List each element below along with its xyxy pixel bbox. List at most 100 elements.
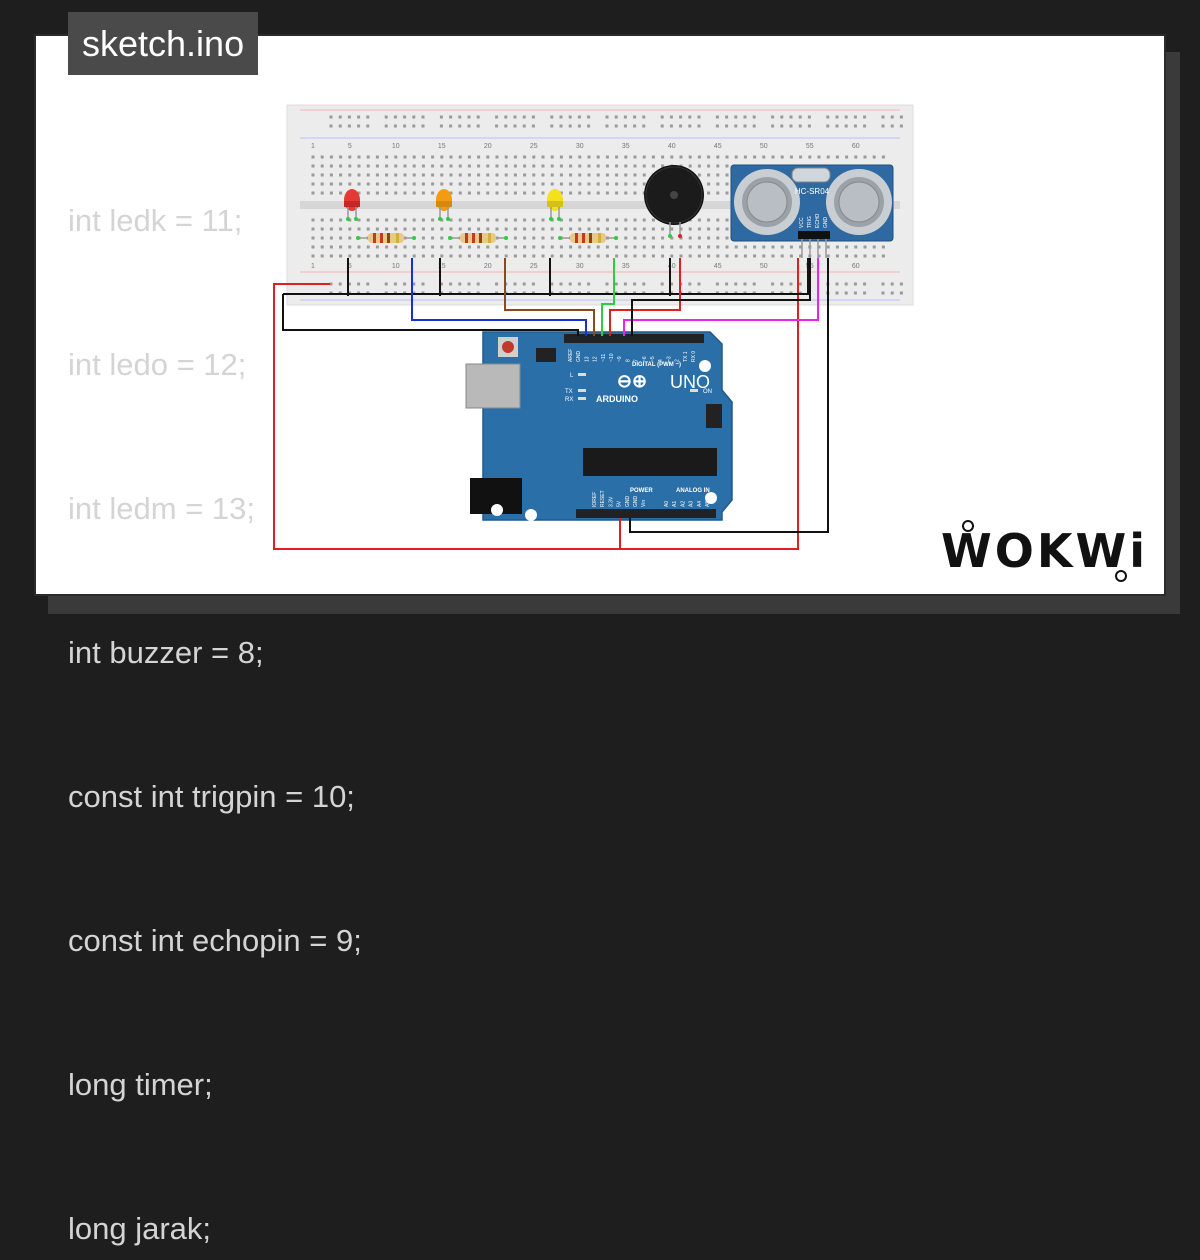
breadboard-hole [504,182,508,186]
breadboard-hole [661,254,665,258]
breadboard-column-number: 35 [622,263,630,270]
breadboard-hole [863,282,867,286]
breadboard-hole [614,282,618,286]
breadboard-hole [661,164,665,168]
breadboard-hole [799,155,803,159]
yellow-led[interactable] [547,189,563,221]
breadboard-hole [523,173,527,177]
breadboard-hole [780,155,784,159]
breadboard-hole [615,218,619,222]
breadboard-hole [477,218,481,222]
breadboard-hole [559,115,563,119]
breadboard-hole [366,155,370,159]
breadboard-hole [670,245,674,249]
breadboard-hole [707,182,711,186]
wire-black-gnd[interactable] [283,258,809,295]
breadboard-hole [495,173,499,177]
breadboard-hole [633,236,637,240]
breadboard-hole [789,115,793,119]
wire-green-led[interactable] [601,258,615,336]
breadboard-hole [872,155,876,159]
breadboard-hole [559,254,563,258]
breadboard-hole [412,124,416,128]
breadboard-hole [339,164,343,168]
breadboard-hole [458,164,462,168]
breadboard-hole [633,173,637,177]
breadboard-hole [697,218,701,222]
arduino-pin-label: RESET [600,490,606,507]
breadboard-hole [587,227,591,231]
breadboard-hole [523,155,527,159]
breadboard-hole [467,227,471,231]
breadboard-hole [725,218,729,222]
resistor[interactable] [448,233,508,243]
breadboard-hole [412,191,416,195]
breadboard-hole [550,173,554,177]
breadboard-column-number: 40 [668,263,676,270]
breadboard-hole [458,173,462,177]
buzzer[interactable] [644,165,704,238]
breadboard-hole [495,254,499,258]
breadboard-hole [504,191,508,195]
resistor[interactable] [356,233,416,243]
resistor[interactable] [558,233,618,243]
breadboard-hole [679,236,683,240]
breadboard-hole [605,164,609,168]
breadboard-hole [707,236,711,240]
breadboard-hole [532,173,536,177]
wire-blue-led[interactable] [411,258,587,336]
breadboard-hole [826,115,830,119]
breadboard-hole [412,282,416,286]
sensor-pin-label: ECHO [815,213,821,228]
wire-red-vcc[interactable] [620,258,799,550]
breadboard-hole [596,182,600,186]
breadboard-hole [375,227,379,231]
breadboard-hole [329,164,333,168]
breadboard-hole [624,236,628,240]
breadboard-hole [707,254,711,258]
breadboard-hole [495,164,499,168]
breadboard-hole [339,236,343,240]
wire-red-buzzer[interactable] [609,258,681,336]
breadboard-hole [357,191,361,195]
breadboard-hole [725,254,729,258]
breadboard-hole [385,191,389,195]
breadboard-hole [449,155,453,159]
breadboard-hole [532,164,536,168]
breadboard-hole [541,173,545,177]
wire-black-echo[interactable] [631,258,811,336]
breadboard-hole [789,124,793,128]
breadboard-hole [440,254,444,258]
orange-led[interactable] [436,189,452,221]
breadboard-hole [375,191,379,195]
wire-magenta-trig[interactable] [623,258,819,336]
wire-black-gnd[interactable] [282,294,579,336]
breadboard-hole [762,254,766,258]
breadboard-hole [421,218,425,222]
breadboard-hole [477,155,481,159]
breadboard-hole [716,227,720,231]
sketch-title[interactable]: sketch.ino [68,12,259,75]
breadboard-hole [532,155,536,159]
breadboard-hole [495,124,499,128]
analog-label: ANALOG IN [676,488,710,494]
wire-black-gnd[interactable] [629,258,829,533]
breadboard-hole [385,164,389,168]
arduino-uno-board[interactable]: ⊖⊕ UNO ARDUINO DIGITAL (PWM ~) POWER ANA… [465,331,733,521]
breadboard-hole [431,227,435,231]
breadboard-hole [753,245,757,249]
breadboard-hole [559,218,563,222]
breadboard-hole [403,115,407,119]
breadboard-hole [707,227,711,231]
breadboard-hole [366,282,370,286]
wire-red-vcc[interactable] [273,283,621,550]
red-led[interactable] [344,189,360,221]
wire-brown-led[interactable] [504,258,595,336]
breadboard-hole [449,282,453,286]
breadboard-hole [495,227,499,231]
breadboard-hole [707,164,711,168]
breadboard-hole [725,191,729,195]
ultrasonic-sensor[interactable]: HC-SR04 VCC TRIG ECHO GND [730,164,894,258]
breadboard-hole [385,254,389,258]
